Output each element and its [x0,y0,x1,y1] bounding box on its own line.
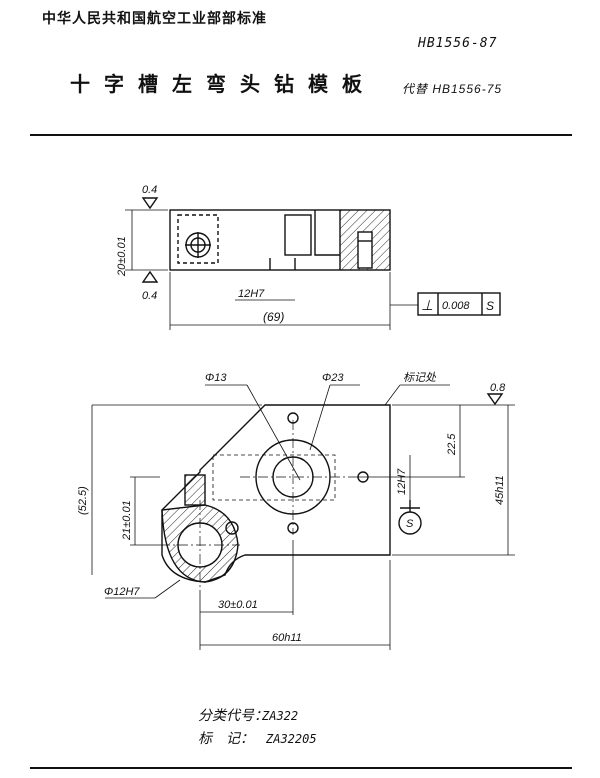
document-title: 十字槽左弯头钻模板 [70,72,376,96]
leader-phi12 [154,579,181,599]
pin [357,231,373,269]
standard-organization: 中华人民共和国航空工业部部标准 [42,10,267,26]
datum-circle-label: S [406,518,414,530]
screw-hole-bottom [287,522,299,534]
leader-mark [384,384,401,406]
header-rule [30,134,572,136]
screw-hole-top [287,412,299,424]
dim-52-5-label: (52.5) [77,486,89,515]
hole-small-label: Φ13 [205,372,227,384]
perpendicularity-symbol: ⊥ [421,297,433,313]
top-view [125,197,501,330]
roughness-front-label: 0.8 [490,382,506,394]
small-hole [225,521,239,535]
tolerance-frame [417,292,501,316]
dim-phi12-label: Φ12H7 [104,586,140,598]
slot-dim-label: 12H7 [238,288,265,300]
tolerance-value: 0.008 [442,300,470,312]
leader-phi23 [309,384,331,451]
hidden-slot-outline [212,454,336,501]
height-dim-label: 20±0.01 [116,236,128,277]
dim-30-label: 30±0.01 [218,599,258,611]
dim-12h7-label: 12H7 [396,468,408,495]
mark-label: 标 记： [198,731,254,747]
mark-location-label: 标记处 [403,371,437,384]
top-view-hidden-hole [177,214,219,264]
top-view-slot [284,214,312,256]
top-view-step [314,210,341,270]
roughness-top-label: 0.4 [142,184,157,196]
length-dim-label: (69) [263,310,284,324]
replaces-standard: 代替 HB1556-75 [402,82,503,96]
roughness-symbol-top [141,197,159,210]
class-code-value: ZA322 [261,709,298,723]
pin-slot-section [184,474,206,506]
roughness-bottom-label: 0.4 [142,290,157,302]
mark-value: ZA32205 [265,732,317,746]
front-view [91,384,515,650]
footer-rule [30,767,572,769]
roughness-symbol-bottom [141,270,159,283]
roughness-symbol-front [486,393,504,406]
class-code-label: 分类代号： [198,708,268,724]
dim-22-5-label: 22.5 [446,433,458,456]
dim-60-label: 60h11 [272,632,302,644]
standard-number: HB1556-87 [418,36,498,51]
tolerance-datum: S [486,299,494,313]
dim-45-label: 45h11 [494,475,506,505]
dim-21-label: 21±0.01 [121,500,133,541]
leader-phi13 [246,384,301,481]
hole-large-label: Φ23 [322,372,344,384]
